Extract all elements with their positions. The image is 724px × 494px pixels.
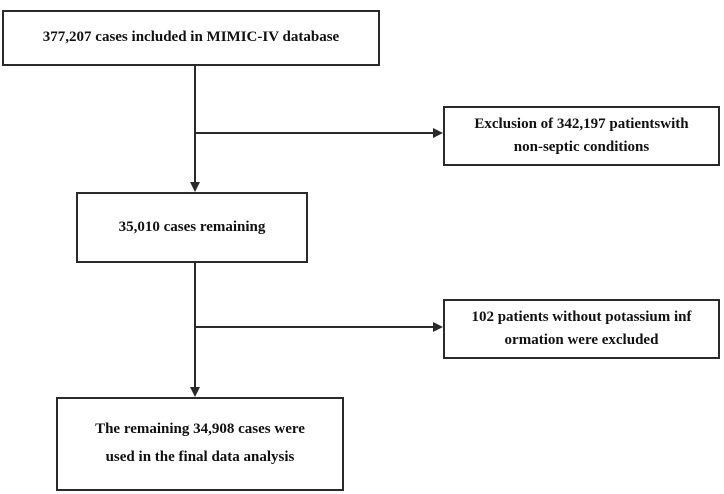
flow-node-included-cases: 377,207 cases included in MIMIC-IV datab… (2, 10, 380, 66)
flow-node-final-analysis: The remaining 34,908 cases were used in … (56, 397, 344, 491)
node-text: 377,207 cases included in MIMIC-IV datab… (42, 29, 340, 46)
node-text: Exclusion of 342,197 patientswith (474, 115, 689, 132)
node-text: ormation were excluded (504, 332, 659, 348)
flow-node-exclusion-no-potassium: 102 patients without potassium inf ormat… (443, 299, 720, 359)
node-text: non-septic conditions (513, 139, 650, 155)
node-text: 35,010 cases remaining (118, 218, 266, 235)
node-text: 102 patients without potassium inf (471, 308, 692, 325)
node-text: The remaining 34,908 cases were (95, 421, 305, 438)
flow-node-remaining-cases: 35,010 cases remaining (76, 192, 308, 263)
flow-node-exclusion-non-septic: Exclusion of 342,197 patientswith non-se… (443, 106, 720, 166)
node-text: used in the final data analysis (105, 449, 295, 465)
